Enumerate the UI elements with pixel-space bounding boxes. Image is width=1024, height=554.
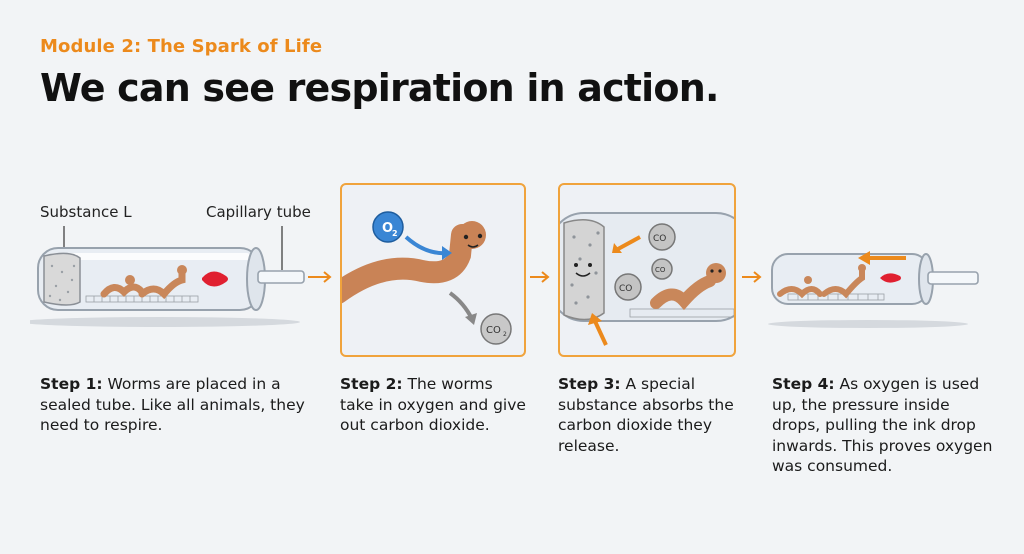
- co2-label: CO: [486, 325, 501, 336]
- co2-bubble-icon: [651, 258, 673, 280]
- co2-bubble-icon: [648, 223, 676, 251]
- co2-bubble-icon: [480, 313, 512, 345]
- capillary-tube: [257, 270, 305, 284]
- arrow-right-icon: [530, 271, 550, 283]
- worm-icon: [138, 266, 186, 300]
- o2-bubble-icon: [372, 211, 404, 243]
- panel-3-illustration: CO CO CO: [560, 212, 734, 346]
- worm-icon: [342, 224, 473, 304]
- step-4-text: As oxygen is used up, the pressure insid…: [772, 375, 993, 475]
- stage-4-illustration: [768, 251, 979, 328]
- substance-l-icon: [43, 252, 81, 306]
- worm-icon: [650, 275, 716, 311]
- co2-label: CO: [619, 284, 632, 294]
- worm-icon: [100, 283, 146, 298]
- co2-bubble-icon: [614, 273, 642, 301]
- ink-drop-icon: [202, 271, 228, 287]
- step-3-caption: Step 3: A special substance absorbs the …: [558, 374, 738, 456]
- panel-step-2: O 2 CO 2: [340, 183, 526, 357]
- worm-icon: [821, 267, 865, 299]
- page-title: We can see respiration in action.: [40, 66, 719, 110]
- step-1-caption: Step 1: Worms are placed in a sealed tub…: [40, 374, 310, 436]
- step-3-head: Step 3:: [558, 375, 621, 393]
- step-2-caption: Step 2: The worms take in oxygen and giv…: [340, 374, 530, 436]
- step-2-head: Step 2:: [340, 375, 403, 393]
- step-4-caption: Step 4: As oxygen is used up, the pressu…: [772, 374, 994, 477]
- panel-step-3: CO CO CO: [558, 183, 736, 357]
- step-2-text: The worms take in oxygen and give out ca…: [340, 375, 526, 434]
- o2-subscript: 2: [392, 229, 398, 238]
- co2-label: CO: [653, 234, 666, 244]
- label-substance-l: Substance L: [40, 203, 132, 221]
- label-capillary-tube: Capillary tube: [206, 203, 311, 221]
- substance-l-icon: [563, 219, 605, 321]
- step-1-head: Step 1:: [40, 375, 103, 393]
- step-3-text: A special substance absorbs the carbon d…: [558, 375, 734, 455]
- o2-label: O: [382, 221, 393, 236]
- step-4-head: Step 4:: [772, 375, 835, 393]
- arrow-right-icon: [742, 271, 762, 283]
- co2-subscript: 2: [503, 331, 507, 338]
- worm-icon: [777, 286, 823, 299]
- co2-label: CO: [655, 266, 666, 274]
- module-kicker: Module 2: The Spark of Life: [40, 36, 323, 57]
- step-1-text: Worms are placed in a sealed tube. Like …: [40, 375, 305, 434]
- arrow-right-icon: [312, 271, 332, 283]
- ink-drop-icon: [880, 273, 901, 283]
- panel-2-illustration: O 2 CO 2: [342, 211, 512, 345]
- stage-1-illustration: [30, 226, 330, 327]
